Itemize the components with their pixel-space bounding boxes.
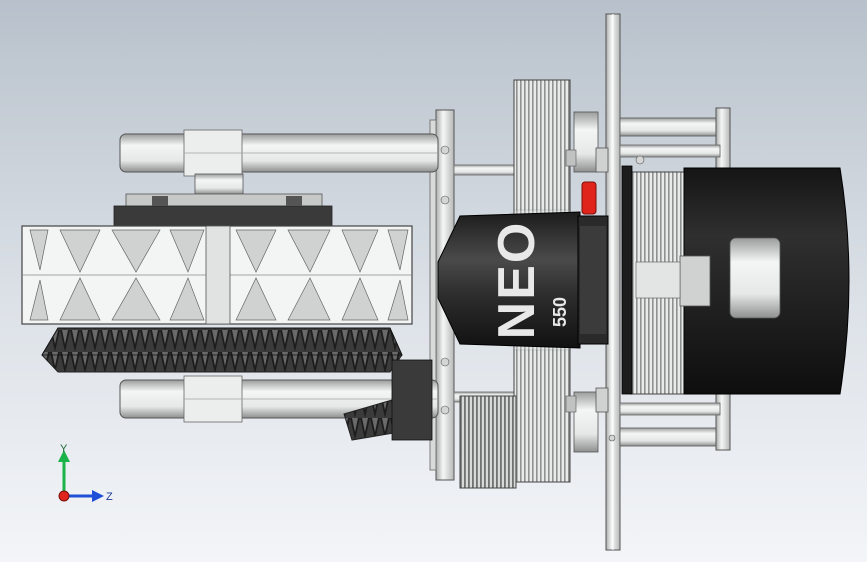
lower-arm — [119, 375, 439, 423]
bearing-blocks — [565, 111, 609, 453]
motor-can — [621, 165, 850, 395]
z-axis-label: Z — [106, 491, 113, 503]
coordinate-triad: Y Z — [58, 443, 113, 503]
y-axis-label: Y — [60, 443, 68, 455]
motor-brand-label: NEO — [488, 221, 546, 340]
motor-model-label: 550 — [550, 297, 570, 327]
motor-label: NEO 550 — [488, 221, 570, 340]
upper-arm — [119, 129, 439, 177]
z-axis-arrowhead — [92, 490, 104, 502]
origin-marker — [58, 490, 70, 502]
red-spacer — [581, 181, 597, 215]
bevel-pinion — [343, 359, 433, 441]
fasteners — [440, 145, 645, 442]
drive-wheel — [21, 225, 413, 325]
small-spur-gear — [459, 395, 517, 489]
bevel-gear — [41, 327, 403, 373]
wheel-hub-stack — [113, 173, 333, 227]
right-side-plate — [605, 13, 621, 551]
y-axis-arrowhead — [58, 450, 70, 462]
neo-550-motor — [437, 211, 609, 349]
